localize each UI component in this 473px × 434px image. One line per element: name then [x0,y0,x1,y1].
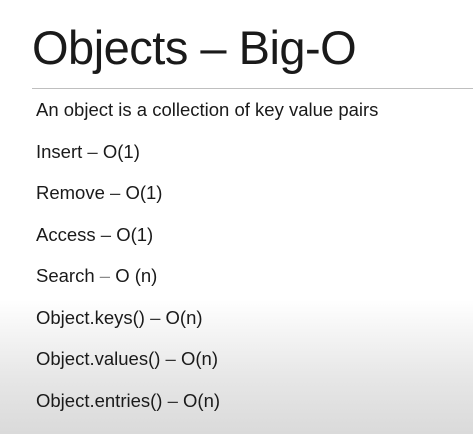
separator: – [95,224,117,245]
separator: – [162,390,184,411]
complexity: O (n) [115,265,158,286]
separator: – [104,182,126,203]
complexity: O(1) [102,141,140,162]
separator: – [160,348,181,369]
complexity: O(n) [180,348,218,369]
intro-text: An object is a collection of key value p… [36,99,379,120]
list-item: Remove – O(1) [36,181,162,205]
list-item: Object.keys() – O(n) [36,306,203,330]
operation-name: Access [36,224,96,245]
slide-title: Objects – Big-O [32,21,357,74]
list-item: Insert – O(1) [36,140,140,164]
list-item: Object.values() – O(n) [36,347,218,371]
list-item: Object.entries() – O(n) [36,389,220,413]
complexity: O(n) [183,390,221,411]
list-item: Access – O(1) [36,223,153,247]
complexity: O(1) [125,182,163,203]
separator: – [94,265,116,286]
operation-name: Object.entries() [36,390,163,411]
complexity: O(1) [116,224,154,245]
separator: – [144,307,166,328]
operation-name: Insert [36,141,83,162]
separator: – [82,141,103,162]
operation-name: Remove [36,182,105,203]
operation-name: Search [36,265,95,286]
title-divider [32,88,473,89]
complexity: O(n) [165,307,203,328]
list-item: Search – O (n) [36,264,157,288]
operation-name: Object.keys() [36,307,145,328]
operation-name: Object.values() [36,348,161,369]
